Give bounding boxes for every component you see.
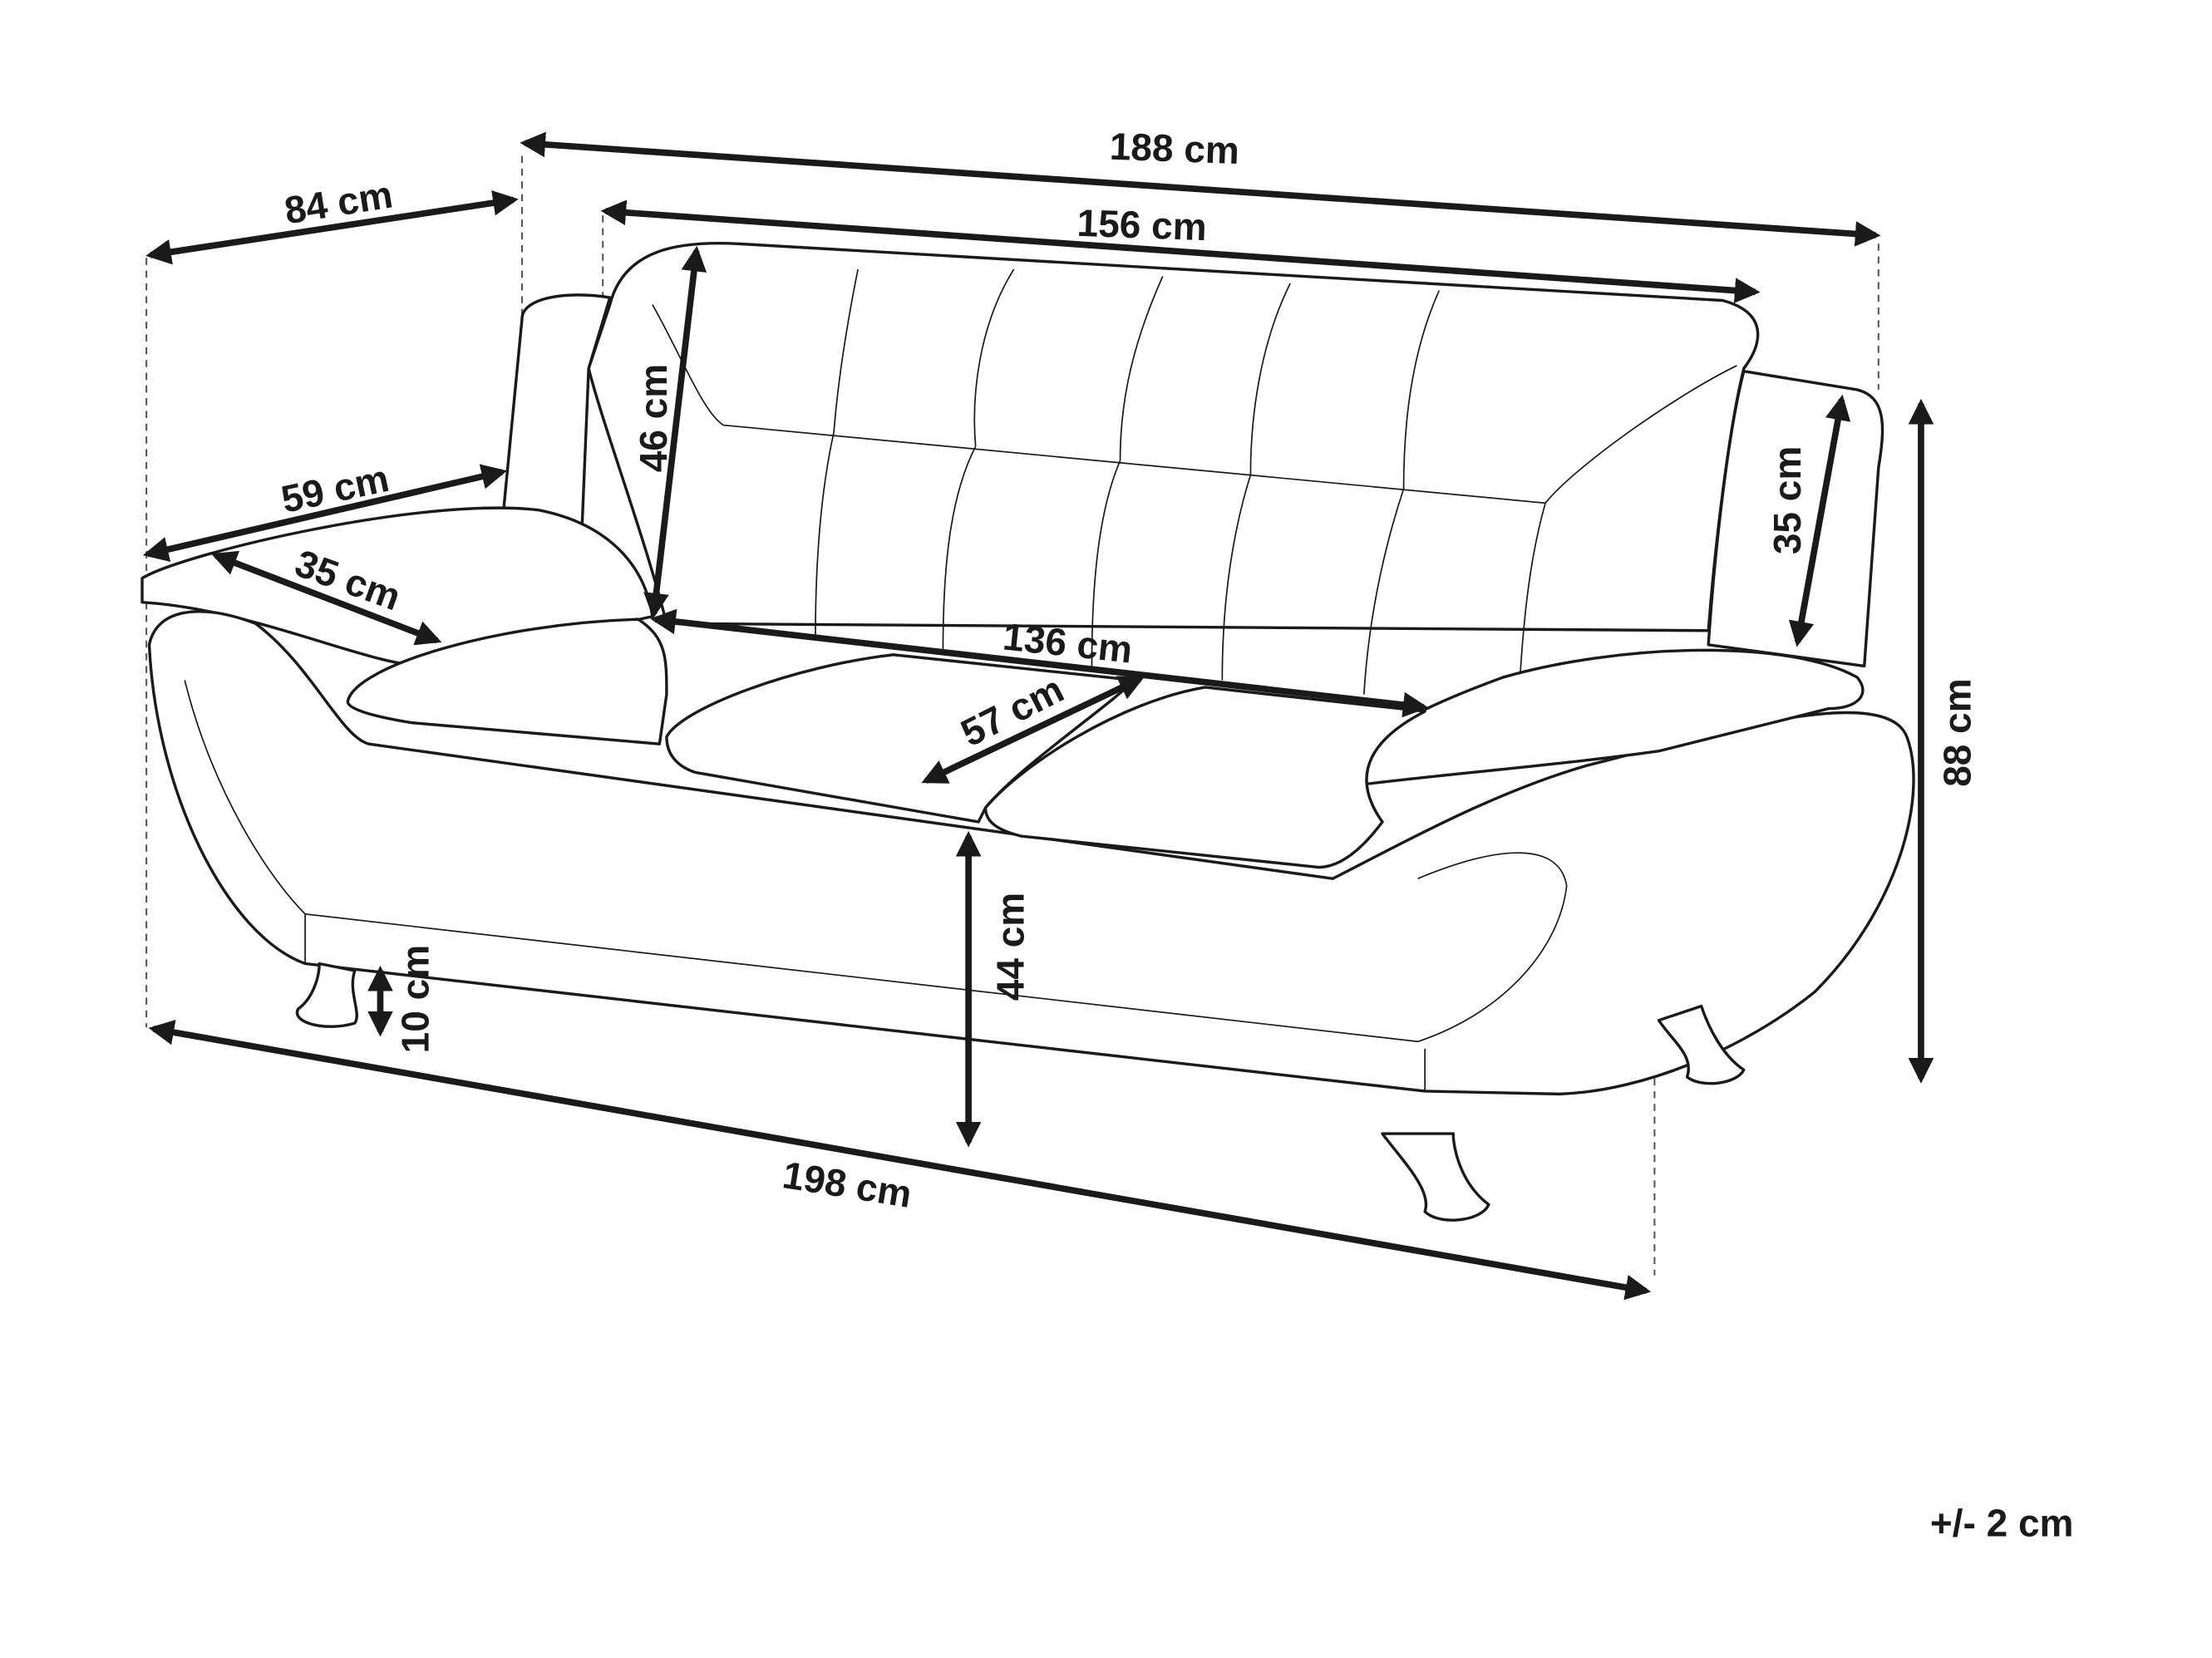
arrow-backrest-height — [643, 245, 707, 619]
label-leg-height: 10 cm — [393, 945, 436, 1053]
label-backrest-height: 46 cm — [632, 364, 675, 472]
arrow-backrest-width — [600, 199, 1761, 303]
arrow-depth — [145, 189, 519, 265]
label-seat-height: 44 cm — [989, 893, 1032, 1001]
arrow-armrest-height — [1788, 394, 1851, 647]
label-total-length: 198 cm — [780, 1153, 914, 1216]
label-armrest-height: 35 cm — [1766, 446, 1809, 554]
dimension-arrows — [142, 131, 1934, 1301]
arrow-armrest-width — [210, 550, 442, 646]
arrow-armrest-depth — [142, 464, 508, 563]
label-overall-height: 88 cm — [1936, 678, 1979, 786]
label-overall-width: 188 cm — [1109, 125, 1240, 172]
arrow-seat-width — [650, 608, 1429, 718]
arrow-total-length — [148, 1020, 1652, 1301]
tolerance-note: +/- 2 cm — [1930, 1501, 2074, 1544]
arrow-seat-depth — [921, 676, 1145, 784]
label-backrest-width: 156 cm — [1076, 201, 1208, 248]
